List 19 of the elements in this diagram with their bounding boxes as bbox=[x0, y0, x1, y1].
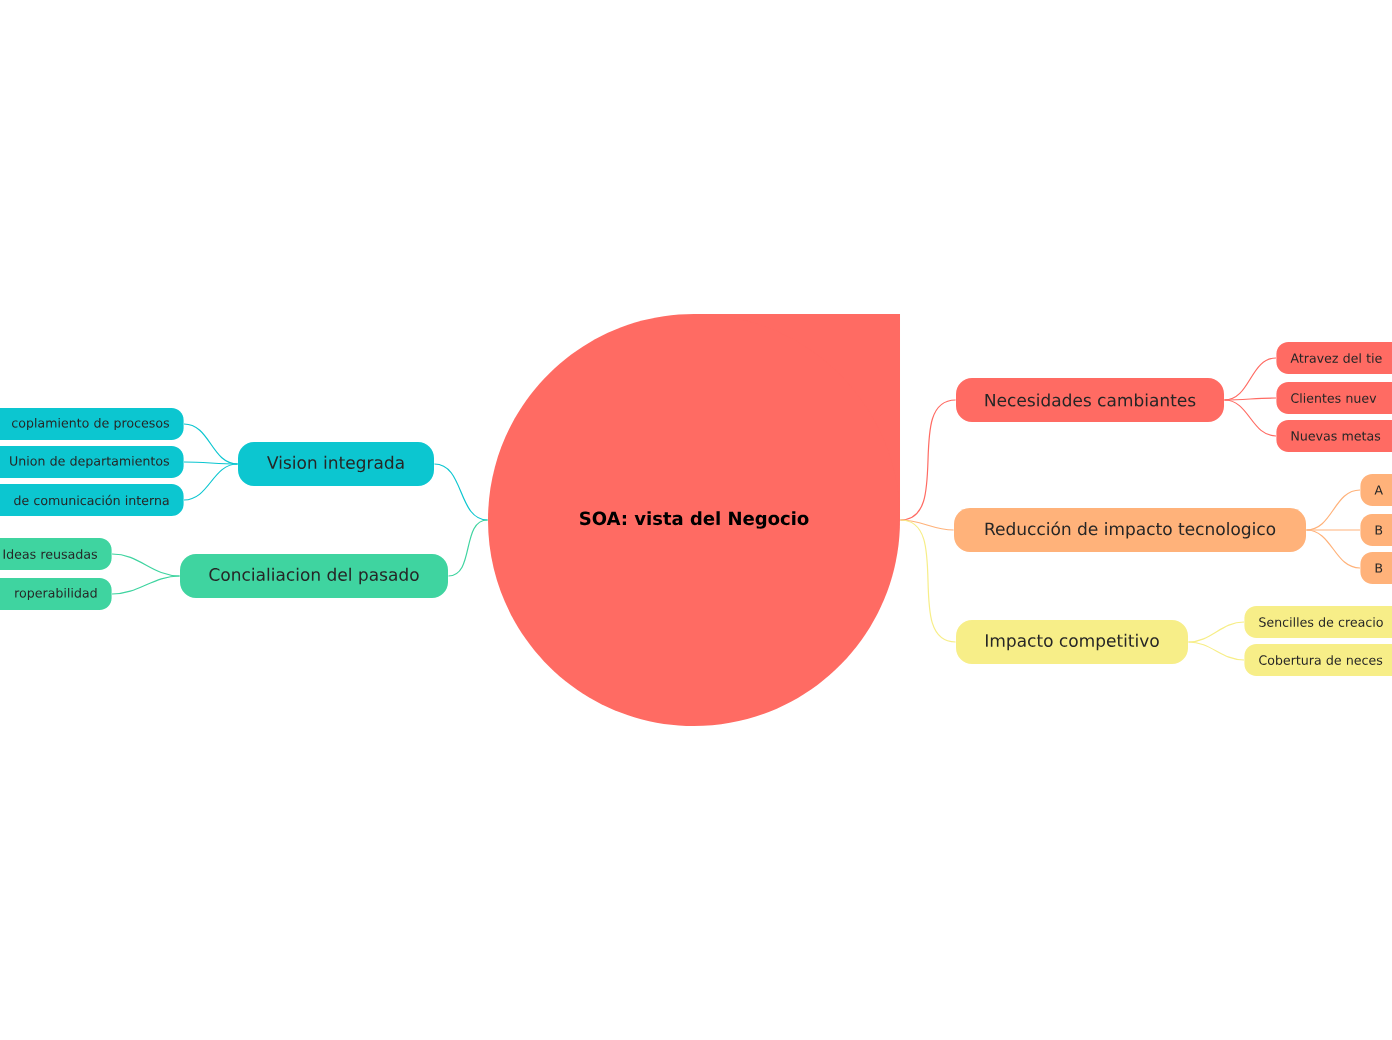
connector bbox=[1223, 397, 1277, 401]
connector bbox=[1187, 641, 1245, 661]
connector bbox=[111, 575, 181, 595]
connector bbox=[1305, 529, 1361, 531]
connector bbox=[899, 399, 957, 521]
connector bbox=[1187, 621, 1245, 643]
topic-box: Necesidades cambiantes bbox=[956, 378, 1224, 422]
connector bbox=[433, 463, 489, 521]
topic-box: Vision integrada bbox=[238, 442, 434, 486]
connector bbox=[447, 519, 489, 577]
connector bbox=[1305, 529, 1361, 569]
connector bbox=[1223, 399, 1277, 437]
topic-box: Reducción de impacto tecnologico bbox=[954, 508, 1306, 552]
connector bbox=[899, 519, 957, 643]
topic-box: Impacto competitivo bbox=[956, 620, 1188, 664]
connector bbox=[183, 461, 239, 465]
connector bbox=[183, 463, 239, 501]
connector bbox=[111, 553, 181, 577]
topic-box: Concialiacion del pasado bbox=[180, 554, 448, 598]
